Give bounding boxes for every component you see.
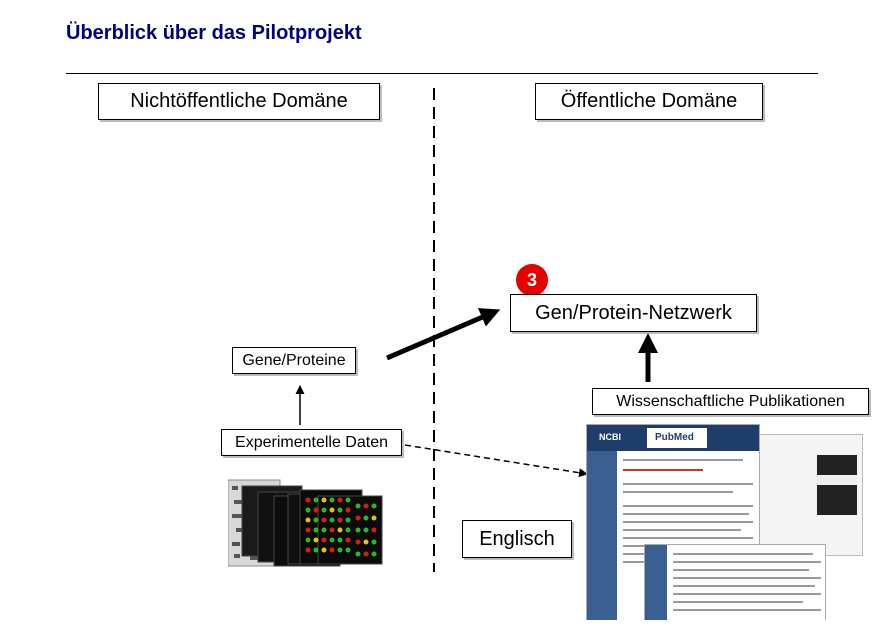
experiments-to-publications-arrow [404, 444, 588, 478]
abstract-page [644, 544, 826, 620]
microarray-image [227, 476, 390, 568]
publications-box: Wissenschaftliche Publikationen [592, 388, 869, 415]
microarray-grid-icon [227, 479, 383, 567]
genes-to-network-arrow [386, 308, 501, 361]
step-3-badge: 3 [516, 264, 548, 296]
gene-protein-network-box: Gen/Protein-Netzwerk [510, 294, 757, 332]
page-title: Überblick über das Pilotprojekt [66, 22, 362, 44]
title-divider [66, 73, 818, 74]
experimental-data-box: Experimentelle Daten [221, 429, 402, 456]
ncbi-logo: NCBI [599, 432, 621, 442]
english-language-box: Englisch [462, 520, 572, 558]
pubmed-sidebar [587, 451, 617, 620]
pubmed-screenshot: NCBI PubMed [586, 424, 865, 620]
public-domain-label: Öffentliche Domäne [535, 83, 763, 120]
pubmed-header: NCBI PubMed [587, 425, 759, 451]
genes-proteins-box: Gene/Proteine [232, 347, 356, 374]
background-page [756, 434, 863, 556]
pubmed-logo: PubMed [647, 428, 707, 448]
private-domain-label: Nichtöffentliche Domäne [98, 83, 380, 120]
